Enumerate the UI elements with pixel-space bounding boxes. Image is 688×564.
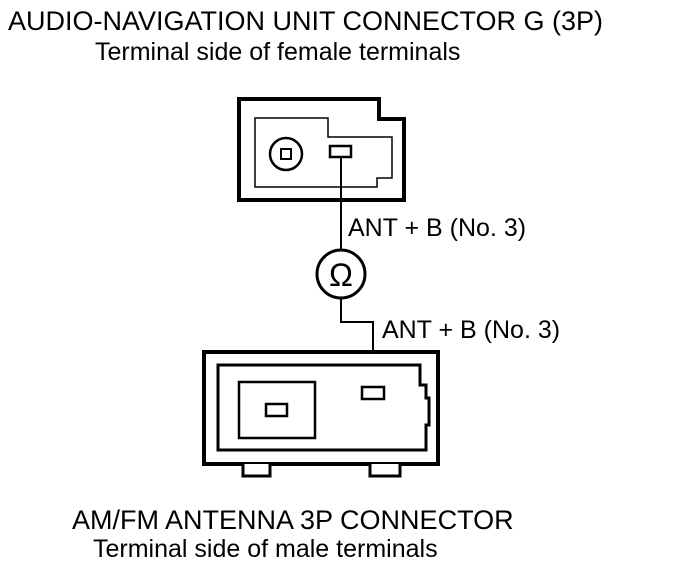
top-connector-subtitle: Terminal side of female terminals xyxy=(95,38,461,66)
top-connector-inner-outline xyxy=(254,117,393,188)
lower-wire-label: ANT + B (No. 3) xyxy=(382,316,561,344)
am-fm-antenna-connector xyxy=(202,350,440,478)
bottom-connector-left-foot xyxy=(241,464,272,478)
top-connector-title: AUDIO-NAVIGATION UNIT CONNECTOR G (3P) xyxy=(8,6,604,36)
ohmmeter-circle xyxy=(315,248,367,300)
top-connector-terminal-3 xyxy=(328,144,353,159)
top-connector-round-terminal-core xyxy=(280,148,292,160)
audio-navigation-connector xyxy=(237,97,406,202)
bottom-connector-subtitle: Terminal side of male terminals xyxy=(93,535,438,563)
ohmmeter-symbol: Ω xyxy=(315,248,367,300)
bottom-connector-title: AM/FM ANTENNA 3P CONNECTOR xyxy=(72,505,514,535)
bottom-connector-left-terminal xyxy=(264,402,289,418)
bottom-connector-terminal-3 xyxy=(360,385,386,401)
bottom-connector-inner-outline xyxy=(216,363,431,452)
ohm-icon: Ω xyxy=(329,257,353,293)
bottom-connector-right-foot xyxy=(368,464,402,478)
upper-wire-label: ANT + B (No. 3) xyxy=(348,214,527,242)
top-connector-housing xyxy=(237,97,406,202)
